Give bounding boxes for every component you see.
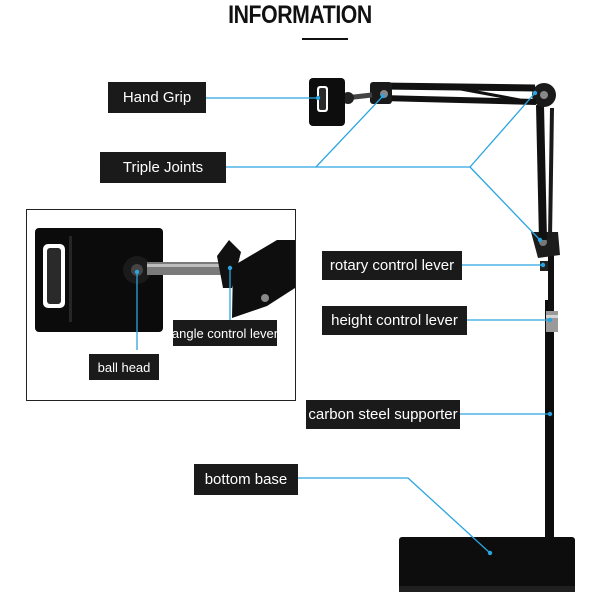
rotary-control-lever-label: rotary control lever bbox=[322, 251, 462, 280]
carbon-steel-pole bbox=[545, 300, 554, 540]
height-control-lever-label: height control lever bbox=[322, 306, 467, 335]
angle-control-lever-label: angle control lever bbox=[172, 320, 278, 346]
callout-lines bbox=[206, 92, 550, 554]
upper-pole bbox=[548, 255, 554, 310]
bottom-base-label: bottom base bbox=[194, 464, 298, 495]
title-underline bbox=[302, 38, 348, 40]
height-control-collar bbox=[546, 311, 558, 332]
ball-head-label: ball head bbox=[89, 354, 159, 380]
triple-joints-label: Triple Joints bbox=[100, 152, 226, 183]
page-title: INFORMATION bbox=[228, 1, 372, 29]
hand-grip-label: Hand Grip bbox=[108, 82, 206, 113]
bottom-base-plate bbox=[399, 537, 575, 592]
carbon-steel-supporter-label: carbon steel supporter bbox=[306, 400, 460, 429]
upper-arm bbox=[381, 82, 536, 92]
clamp-detail-illustration bbox=[35, 228, 295, 350]
threaded-rod bbox=[147, 262, 227, 275]
clamp-detail-inset: angle control lever ball head bbox=[26, 209, 296, 401]
lower-arm bbox=[536, 104, 547, 241]
tablet-clamp bbox=[35, 228, 163, 332]
